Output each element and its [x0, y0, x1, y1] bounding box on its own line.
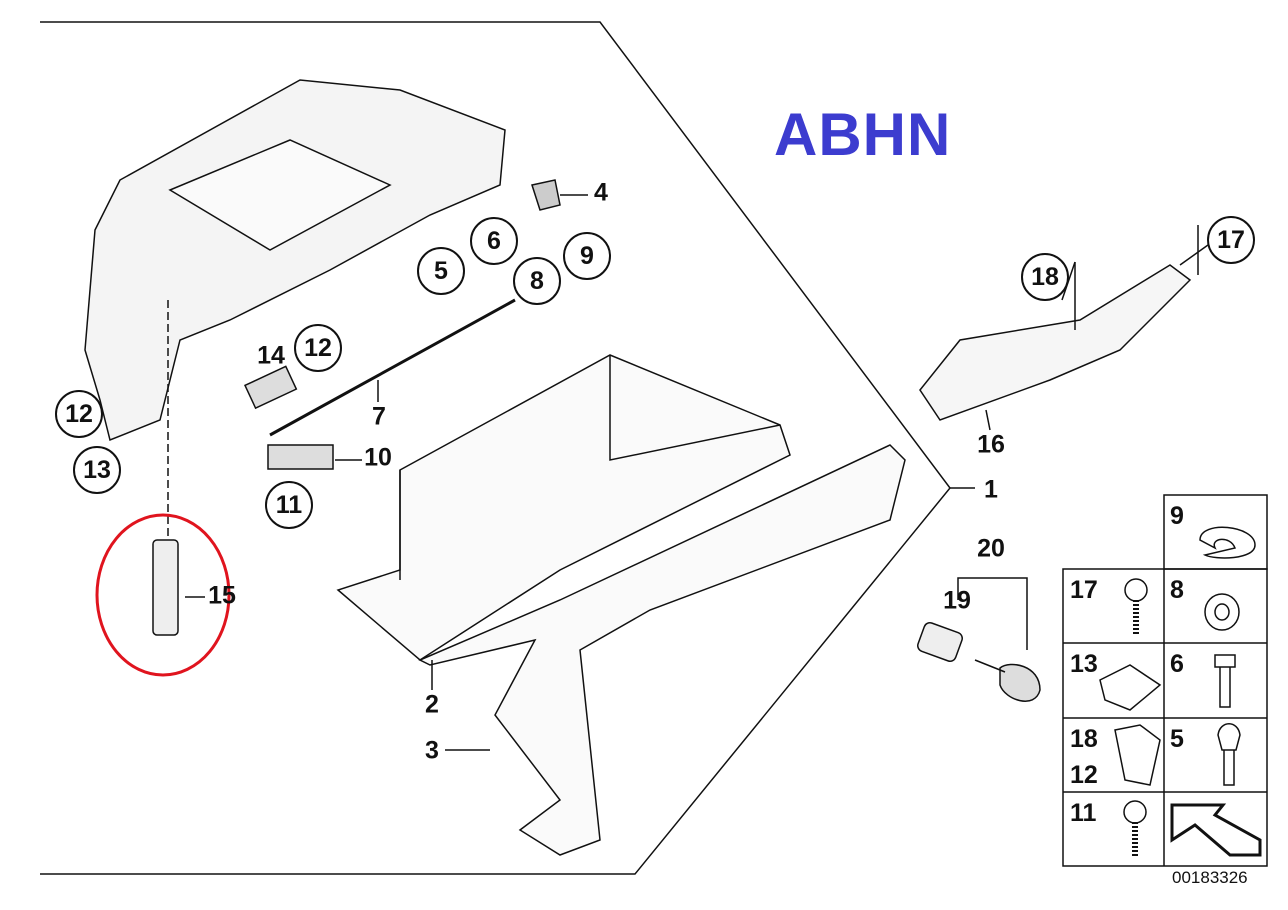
nut-8-icon — [1204, 593, 1240, 631]
brand-label: ABHN — [774, 101, 952, 168]
parts-grid — [1062, 494, 1268, 867]
callout-16: 16 — [977, 430, 1005, 459]
callout-15: 15 — [208, 581, 236, 610]
callout-20: 20 — [977, 534, 1005, 563]
grid-label-18: 18 — [1070, 725, 1098, 753]
grid-label-11: 11 — [1070, 799, 1097, 827]
clip-18-icon — [1114, 724, 1161, 786]
callout-10: 10 — [364, 443, 392, 472]
grid-label-9: 9 — [1170, 502, 1184, 530]
trim-strip — [919, 264, 1192, 421]
glovebox-tray — [336, 354, 791, 661]
grid-label-12: 12 — [1070, 761, 1098, 789]
screw-11-icon — [1123, 800, 1147, 824]
callout-18: 18 — [1021, 253, 1069, 301]
callout-7: 7 — [372, 402, 386, 431]
lock-cylinder-19 — [917, 622, 963, 662]
pin-6-icon — [1214, 654, 1236, 708]
washer-icon — [1199, 526, 1256, 559]
diagram-number: 00183326 — [1172, 868, 1248, 887]
grid-label-8: 8 — [1170, 576, 1184, 604]
callout-3: 3 — [425, 736, 439, 765]
highlight-circle — [95, 513, 231, 677]
grid-label-6: 6 — [1170, 650, 1184, 678]
release-rod — [269, 298, 516, 437]
callout-8: 8 — [513, 257, 561, 305]
damper-15 — [152, 539, 179, 636]
key-20 — [974, 659, 1041, 702]
grid-label-17: 17 — [1070, 576, 1098, 604]
glovebox-carrier — [84, 79, 506, 442]
callout-13: 13 — [73, 446, 121, 494]
callout-2: 2 — [425, 690, 439, 719]
grid-label-5: 5 — [1170, 725, 1184, 753]
clip-14 — [243, 365, 298, 410]
grid-label-13: 13 — [1070, 650, 1098, 678]
pin-5-icon — [1217, 723, 1241, 786]
glovebox-lid — [418, 444, 906, 856]
clip-13-icon — [1099, 664, 1162, 711]
clip-10 — [267, 444, 334, 470]
callout-12: 12 — [294, 324, 342, 372]
callout-14: 14 — [257, 341, 285, 370]
callout-12-left: 12 — [55, 390, 103, 438]
callout-6: 6 — [470, 217, 518, 265]
callout-1: 1 — [984, 475, 998, 504]
callout-4: 4 — [594, 178, 608, 207]
arrow-icon — [1170, 803, 1262, 857]
callout-9: 9 — [563, 232, 611, 280]
callout-11: 11 — [265, 481, 313, 529]
screw-17-icon — [1124, 578, 1148, 602]
callout-5: 5 — [417, 247, 465, 295]
buffer-4 — [531, 179, 561, 211]
callout-17: 17 — [1207, 216, 1255, 264]
callout-19: 19 — [943, 586, 971, 615]
